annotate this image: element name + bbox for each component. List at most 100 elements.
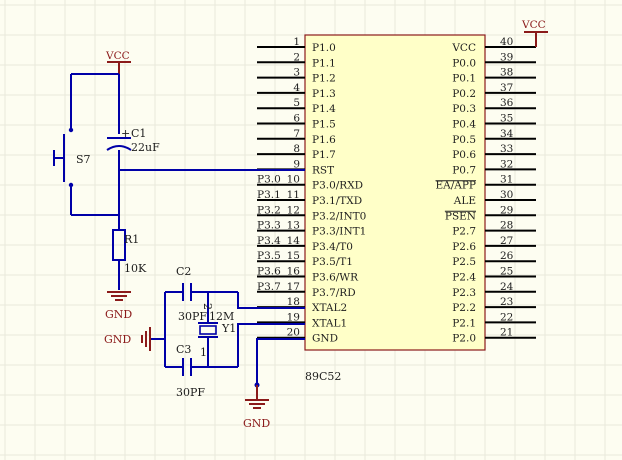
- pin-3-number: 3: [293, 67, 300, 79]
- pin-16-label: P3.6/WR: [312, 272, 359, 284]
- y1-value: 12M: [209, 310, 234, 323]
- pin-39-number: 39: [500, 51, 513, 63]
- net-label-P3-5: P3.5: [257, 250, 281, 262]
- net-label-P3-2: P3.2: [257, 204, 281, 216]
- pin-29-number: 29: [500, 204, 513, 216]
- oscillator-wires: [150, 291, 305, 368]
- svg-text:1: 1: [200, 346, 207, 359]
- pin-35-number: 35: [500, 113, 513, 125]
- pin-38-number: 38: [500, 67, 513, 79]
- pin-23-label: P2.2: [452, 302, 476, 314]
- c3-ref: C3: [176, 343, 191, 356]
- pin-9-label: RST: [312, 164, 334, 176]
- pin-26-number: 26: [500, 250, 514, 262]
- vcc-label-reset: VCC: [105, 50, 130, 62]
- pin-14-number: 14: [287, 235, 301, 247]
- c2-ref: C2: [176, 265, 191, 278]
- gnd-label-reset: GND: [105, 308, 132, 321]
- r1-value: 10K: [124, 262, 147, 275]
- pin-8-label: P1.7: [312, 149, 336, 161]
- pin-33-number: 33: [500, 143, 513, 155]
- pin-31-label: EA/APP: [436, 180, 477, 192]
- pin-17-number: 17: [287, 281, 300, 293]
- pin-15-number: 15: [287, 250, 300, 262]
- pin-18-number: 18: [287, 296, 300, 308]
- oscillator-circuit: C2 30PF C3 30PF 2 1 12M Y1 GND: [104, 265, 305, 399]
- pin-5-number: 5: [293, 97, 300, 109]
- pin-27-number: 27: [500, 235, 513, 247]
- pin-13-label: P3.3/INT1: [312, 226, 366, 238]
- capacitor-c3[interactable]: [182, 358, 192, 376]
- chip-right-pins: 40VCC39P0.038P0.137P0.236P0.335P0.434P0.…: [435, 36, 536, 345]
- c1-ref: C1: [131, 127, 146, 140]
- pin-2-number: 2: [293, 51, 300, 63]
- net-label-P3-1: P3.1: [257, 189, 281, 201]
- pin-21-label: P2.0: [452, 333, 476, 345]
- net-label-P3-7: P3.7: [257, 281, 281, 293]
- pin-24-number: 24: [500, 281, 514, 293]
- switch-s7[interactable]: [53, 127, 74, 188]
- pin-8-number: 8: [293, 143, 300, 155]
- chip-name: 89C52: [305, 370, 341, 383]
- gnd-symbol-oscillator: GND: [104, 327, 151, 351]
- gnd-label-chip: GND: [243, 417, 270, 430]
- pin-35-label: P0.4: [452, 119, 476, 131]
- pin-40-label: VCC: [451, 42, 476, 54]
- pin-6-number: 6: [293, 113, 300, 125]
- pin-4-number: 4: [293, 82, 300, 94]
- capacitor-c2[interactable]: [182, 283, 192, 301]
- pin-36-label: P0.3: [452, 103, 476, 115]
- pin-15-label: P3.5/T1: [312, 256, 353, 268]
- pin-9-number: 9: [293, 158, 300, 170]
- switch-s7-label: S7: [76, 153, 91, 166]
- pin-18-label: XTAL2: [312, 302, 347, 314]
- pin-26-label: P2.5: [452, 256, 476, 268]
- pin-17-label: P3.7/RD: [312, 287, 356, 299]
- pin-10-number: 10: [287, 174, 300, 186]
- svg-text:2: 2: [201, 303, 214, 310]
- pin-38-label: P0.1: [452, 73, 476, 85]
- pin-30-label: ALE: [453, 195, 476, 207]
- crystal-y1[interactable]: 2 1: [198, 292, 218, 367]
- pin-16-number: 16: [287, 266, 301, 278]
- vcc-label-right: VCC: [521, 19, 546, 31]
- pin-22-number: 22: [500, 311, 513, 323]
- pin-11-label: P3.1/TXD: [312, 195, 362, 207]
- svg-text:+: +: [121, 127, 130, 140]
- c2-value: 30PF: [178, 310, 207, 323]
- pin-22-label: P2.1: [452, 317, 476, 329]
- pin-34-number: 34: [500, 128, 514, 140]
- capacitor-c1[interactable]: +: [106, 127, 132, 151]
- pin-37-number: 37: [500, 82, 513, 94]
- pin-28-number: 28: [500, 220, 513, 232]
- pin-19-label: XTAL1: [312, 317, 347, 329]
- pin-31-number: 31: [500, 174, 513, 186]
- net-label-P3-0: P3.0: [257, 174, 281, 186]
- net-label-P3-3: P3.3: [257, 220, 281, 232]
- pin-37-label: P0.2: [452, 88, 476, 100]
- pin-19-number: 19: [287, 311, 300, 323]
- pin-33-label: P0.6: [452, 149, 476, 161]
- pin-36-number: 36: [500, 97, 514, 109]
- pin-4-label: P1.3: [312, 88, 336, 100]
- pin-3-label: P1.2: [312, 73, 336, 85]
- pin-23-number: 23: [500, 296, 513, 308]
- pin-14-label: P3.4/T0: [312, 241, 353, 253]
- pin-27-label: P2.6: [452, 241, 476, 253]
- pin-10-label: P3.0/RXD: [312, 180, 363, 192]
- pin-13-number: 13: [287, 220, 300, 232]
- net-label-P3-4: P3.4: [257, 235, 281, 247]
- pin-28-label: P2.7: [452, 226, 476, 238]
- gnd-label-oscillator: GND: [104, 333, 131, 346]
- pin-30-number: 30: [500, 189, 513, 201]
- chip-body[interactable]: [304, 34, 486, 351]
- pin-6-label: P1.5: [312, 119, 336, 131]
- pin-40-number: 40: [500, 36, 513, 48]
- vcc-symbol-right: VCC: [521, 19, 548, 47]
- y1-ref: Y1: [221, 322, 236, 335]
- pin-7-number: 7: [293, 128, 300, 140]
- pin-20-label: GND: [312, 333, 338, 345]
- pin-5-label: P1.4: [312, 103, 336, 115]
